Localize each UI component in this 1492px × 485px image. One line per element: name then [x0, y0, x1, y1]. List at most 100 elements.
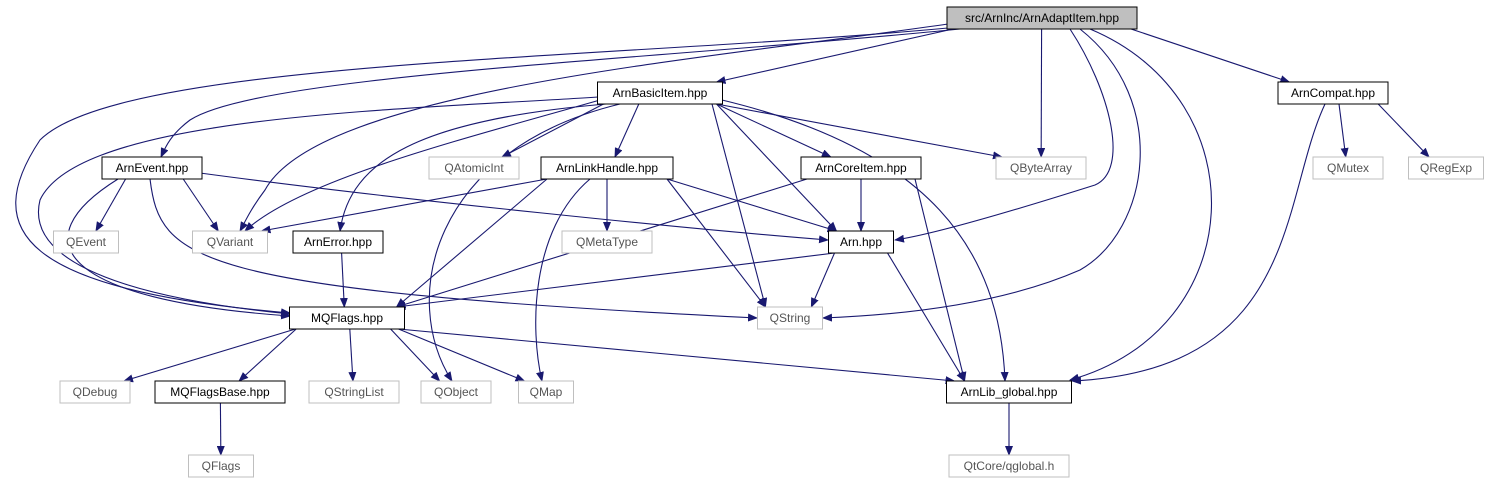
edge-basic-to-arn	[716, 103, 838, 232]
edge-arn-to-libglobal	[887, 252, 966, 382]
node-qglobal: QtCore/qglobal.h	[948, 454, 1070, 478]
node-box-mqflags	[289, 306, 405, 330]
node-box-basic	[597, 81, 723, 105]
node-label-qglobal: QtCore/qglobal.h	[964, 459, 1055, 473]
node-arnerror[interactable]: ArnError.hpp	[292, 230, 384, 254]
node-label-libglobal: ArnLib_global.hpp	[961, 385, 1058, 399]
edge-adapt-to-event	[160, 28, 961, 158]
node-core[interactable]: ArnCoreItem.hpp	[800, 156, 922, 180]
edge-basic-to-arnerror	[337, 103, 607, 232]
edge-link-to-qmap	[535, 178, 591, 382]
node-box-qvariant	[192, 230, 268, 254]
edge-basic-to-libglobal	[721, 99, 1009, 382]
node-box-event	[101, 156, 203, 180]
edge-link-to-qstring	[666, 178, 767, 308]
edge-mqflags-to-qstringlist	[348, 328, 357, 382]
node-label-arn: Arn.hpp	[840, 235, 882, 249]
node-label-qmap: QMap	[530, 385, 563, 399]
edge-mqflags-to-qobject	[390, 328, 441, 382]
node-link[interactable]: ArnLinkHandle.hpp	[540, 156, 674, 180]
node-box-qstringlist	[308, 380, 400, 404]
node-mqflags[interactable]: MQFlags.hpp	[289, 306, 405, 330]
edge-basic-to-qstring	[711, 103, 768, 308]
edge-basic-to-qbyte	[716, 103, 1003, 160]
node-label-core: ArnCoreItem.hpp	[815, 161, 907, 175]
edge-adapt-to-basic	[715, 28, 954, 84]
edge-event-to-arn	[199, 172, 829, 244]
node-box-qstring	[757, 306, 823, 330]
node-qdebug: QDebug	[59, 380, 131, 404]
node-label-adapt: src/ArnInc/ArnAdaptItem.hpp	[965, 11, 1119, 25]
edge-core-to-libglobal	[914, 178, 967, 382]
node-libglobal[interactable]: ArnLib_global.hpp	[946, 380, 1072, 404]
node-label-link: ArnLinkHandle.hpp	[556, 161, 658, 175]
node-box-link	[540, 156, 674, 180]
edge-adapt-to-libglobal	[1069, 28, 1213, 382]
node-label-arnerror: ArnError.hpp	[304, 235, 372, 249]
edge-arn-to-mqflags	[395, 252, 835, 310]
node-event[interactable]: ArnEvent.hpp	[101, 156, 203, 180]
node-label-qevent: QEvent	[66, 235, 107, 249]
node-label-mqflags: MQFlags.hpp	[311, 311, 383, 325]
node-qmap: QMap	[518, 380, 574, 404]
edge-adapt-to-qstring	[822, 28, 1141, 322]
node-layer: src/ArnInc/ArnAdaptItem.hppArnBasicItem.…	[53, 6, 1484, 478]
node-box-compat	[1277, 81, 1389, 105]
node-box-qobject	[420, 380, 492, 404]
node-label-qmutex: QMutex	[1327, 161, 1369, 175]
node-label-qstringlist: QStringList	[324, 385, 384, 399]
node-box-core	[800, 156, 922, 180]
node-label-qdebug: QDebug	[73, 385, 118, 399]
edge-compat-to-libglobal	[1071, 103, 1326, 385]
node-box-arnerror	[292, 230, 384, 254]
node-qstringlist: QStringList	[308, 380, 400, 404]
node-qevent: QEvent	[53, 230, 119, 254]
node-qbyte: QByteArray	[995, 156, 1087, 180]
node-box-qregexp	[1408, 156, 1484, 180]
node-label-qregexp: QRegExp	[1420, 161, 1472, 175]
edge-compat-to-qmutex	[1338, 103, 1349, 158]
node-label-qflags: QFlags	[202, 459, 241, 473]
edge-basic-to-link	[614, 103, 640, 158]
node-compat[interactable]: ArnCompat.hpp	[1277, 81, 1389, 105]
node-box-qmap	[518, 380, 574, 404]
node-qvariant: QVariant	[192, 230, 268, 254]
edge-adapt-to-qvariant	[239, 23, 949, 232]
node-qmetatype: QMetaType	[561, 230, 653, 254]
edge-link-to-mqflags	[395, 178, 548, 308]
edge-basic-to-qvariant	[244, 99, 601, 232]
node-box-qflags	[188, 454, 254, 478]
node-qobject: QObject	[420, 380, 492, 404]
node-arn[interactable]: Arn.hpp	[828, 230, 894, 254]
edge-basic-to-core	[716, 103, 832, 158]
node-box-libglobal	[946, 380, 1072, 404]
node-label-qbyte: QByteArray	[1010, 161, 1072, 175]
edge-mqflags-to-mqbase	[238, 328, 297, 382]
node-label-basic: ArnBasicItem.hpp	[613, 86, 708, 100]
node-mqbase[interactable]: MQFlagsBase.hpp	[154, 380, 286, 404]
node-qstring: QString	[757, 306, 823, 330]
edge-arn-to-qstring	[810, 252, 836, 308]
node-box-qmutex	[1312, 156, 1384, 180]
node-box-adapt	[946, 6, 1138, 30]
edge-adapt-to-mqflags	[15, 27, 949, 317]
edge-event-to-qvariant	[182, 178, 219, 232]
node-label-event: ArnEvent.hpp	[116, 161, 189, 175]
node-label-qobject: QObject	[434, 385, 479, 399]
node-qregexp: QRegExp	[1408, 156, 1484, 180]
edge-compat-to-qregexp	[1377, 103, 1430, 158]
node-basic[interactable]: ArnBasicItem.hpp	[597, 81, 723, 105]
node-box-qbyte	[995, 156, 1087, 180]
node-adapt[interactable]: src/ArnInc/ArnAdaptItem.hpp	[946, 6, 1138, 30]
edge-arnerror-to-mqflags	[339, 252, 348, 308]
node-label-qstring: QString	[770, 311, 811, 325]
edge-event-to-qstring	[149, 178, 758, 322]
edge-mqflags-to-qdebug	[123, 328, 296, 383]
node-label-compat: ArnCompat.hpp	[1291, 86, 1375, 100]
edge-basic-to-mqflags	[37, 96, 599, 318]
node-label-mqbase: MQFlagsBase.hpp	[170, 385, 270, 399]
node-label-qvariant: QVariant	[207, 235, 254, 249]
edge-link-to-arn	[666, 178, 838, 233]
node-qatomic: QAtomicInt	[428, 156, 520, 180]
